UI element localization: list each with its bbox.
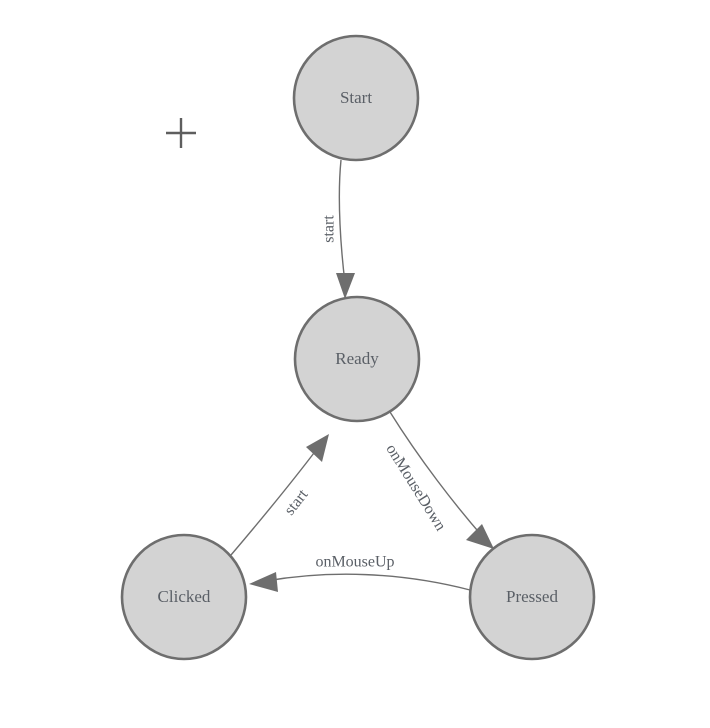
node-start-label: Start xyxy=(340,88,372,107)
arrowhead-into-ready-lower-left xyxy=(306,434,329,462)
node-pressed-circle xyxy=(468,533,596,661)
arrowhead-into-ready-top xyxy=(336,273,355,299)
edge-clicked-to-ready[interactable]: start xyxy=(230,434,329,556)
node-start-circle xyxy=(292,34,420,162)
arrowhead-into-clicked xyxy=(249,572,278,592)
edge-start-to-ready[interactable]: start xyxy=(321,159,355,299)
node-ready-circle xyxy=(293,295,421,423)
plus-crosshair-icon xyxy=(166,118,196,148)
edge-ready-to-pressed[interactable]: onMouseDown xyxy=(382,411,494,549)
node-pressed[interactable]: Pressed xyxy=(468,533,596,661)
node-clicked-circle xyxy=(120,533,248,661)
edge-label-start-to-ready: start xyxy=(321,215,338,243)
node-ready-label: Ready xyxy=(335,349,379,368)
node-clicked[interactable]: Clicked xyxy=(120,533,248,661)
node-start[interactable]: Start xyxy=(292,34,420,162)
node-pressed-label: Pressed xyxy=(506,587,558,606)
node-clicked-label: Clicked xyxy=(158,587,211,606)
edge-label-ready-to-pressed: onMouseDown xyxy=(382,441,449,534)
edge-label-pressed-to-clicked: onMouseUp xyxy=(315,554,394,571)
edge-label-clicked-to-ready: start xyxy=(281,486,312,519)
node-ready[interactable]: Ready xyxy=(293,295,421,423)
edge-pressed-to-clicked[interactable]: onMouseUp xyxy=(249,554,471,592)
arrowhead-into-pressed xyxy=(466,524,494,549)
